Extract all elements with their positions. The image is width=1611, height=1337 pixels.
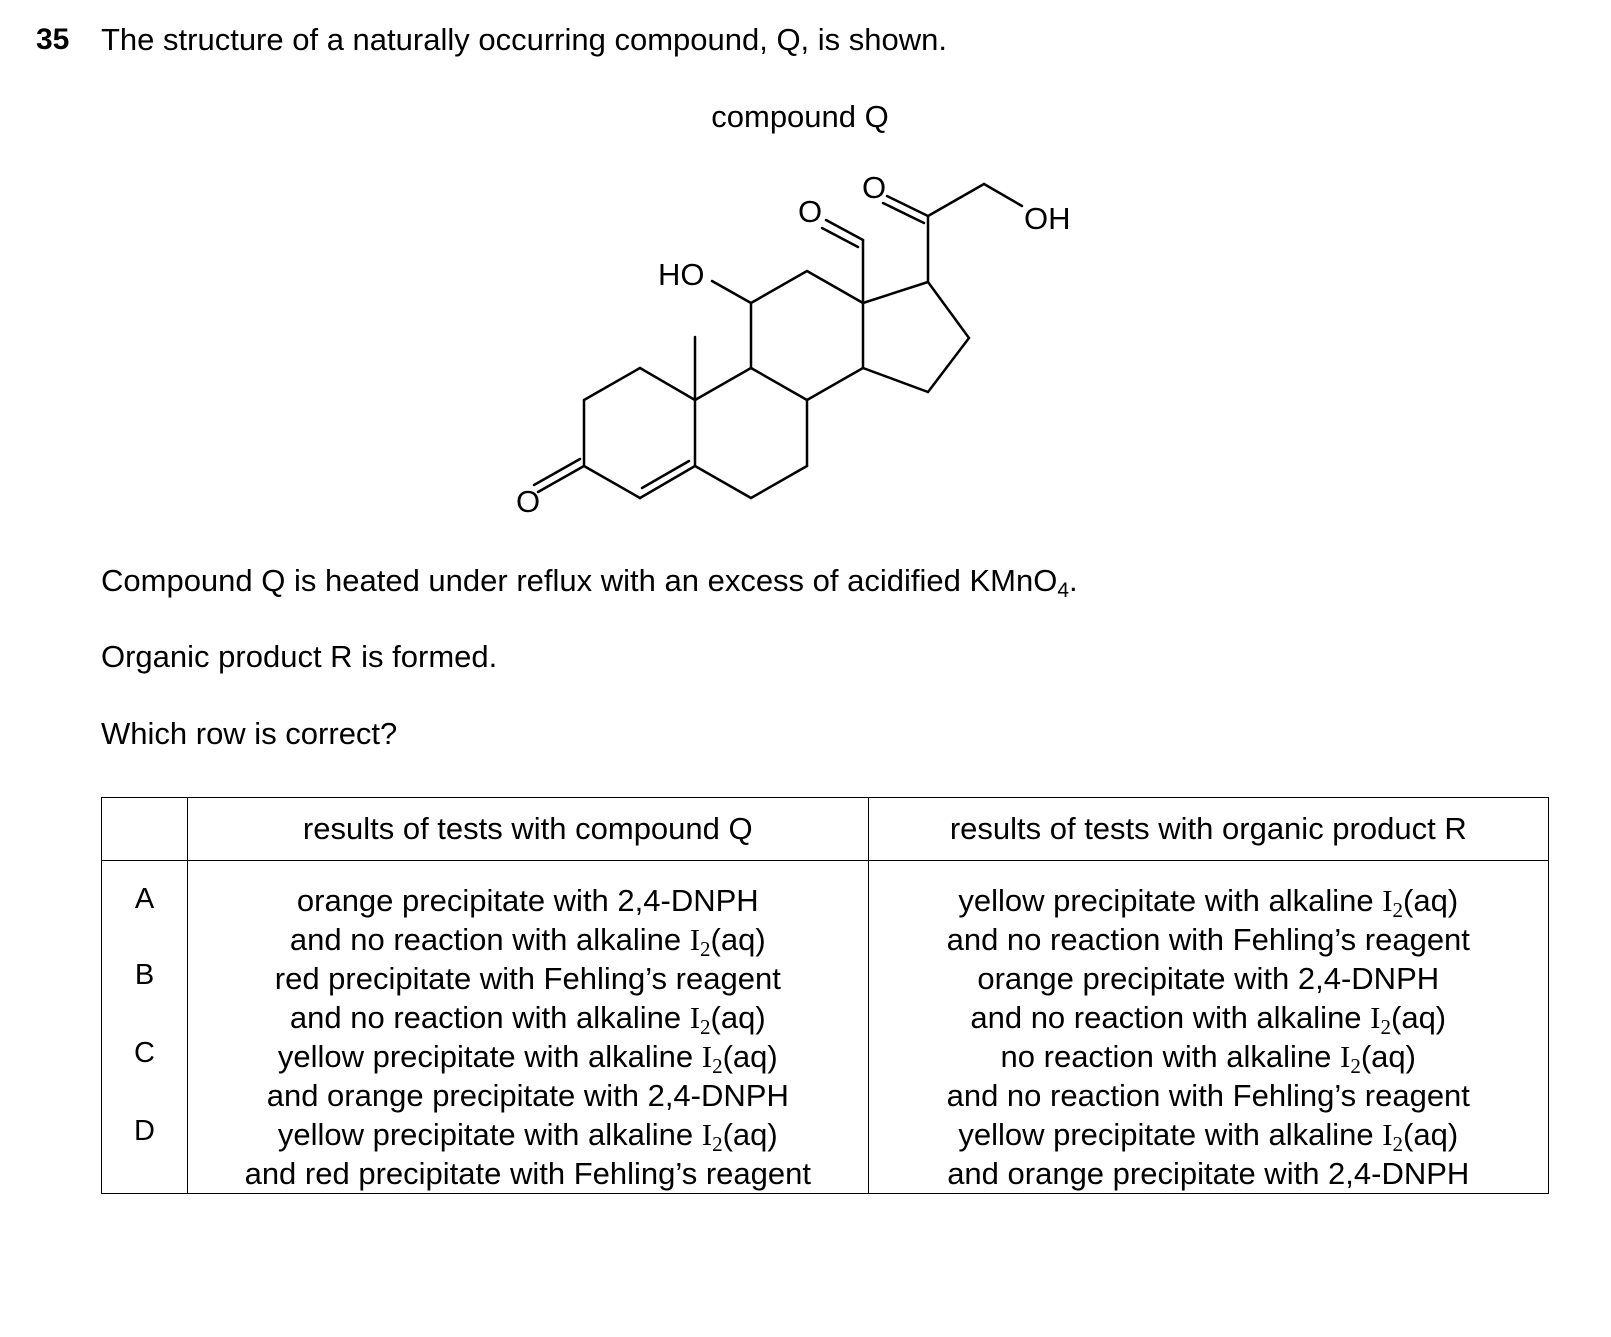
bond <box>885 194 930 218</box>
option-key: B <box>100 959 189 1037</box>
option-key: C <box>100 1037 189 1115</box>
atom-label-o-ring: O <box>516 484 540 519</box>
bond <box>693 366 753 402</box>
bond <box>640 459 691 490</box>
option-key: A <box>100 860 189 959</box>
bond <box>861 280 930 305</box>
reaction-conditions: Compound Q is heated under reflux with a… <box>101 563 1078 602</box>
cell-line: and no reaction with Fehling’s reagent <box>946 922 1470 957</box>
cell-compound-q: red precipitate with Fehling’s reagent an… <box>187 959 869 1039</box>
cell-line: and no reaction with alkaline I2(aq) <box>289 1000 766 1039</box>
cell-line: yellow precipitate with alkaline I2(aq) <box>277 1039 778 1078</box>
cell-line: yellow precipitate with alkaline I2(aq) <box>958 883 1459 922</box>
iodine-symbol: I <box>1340 1039 1351 1074</box>
cell-line: and no reaction with Fehling’s reagent <box>946 1078 1470 1113</box>
bond <box>536 464 586 494</box>
cell-line: yellow precipitate with alkaline I2(aq) <box>958 1117 1459 1156</box>
cell-line: and no reaction with alkaline I2(aq) <box>970 1000 1447 1039</box>
iodine-symbol: I <box>689 1000 701 1035</box>
iodine-symbol: I <box>1382 1117 1393 1152</box>
atom-label-o-side: O <box>862 170 886 205</box>
cell-compound-q: yellow precipitate with alkaline I2(aq)a… <box>187 1037 869 1115</box>
cell-product-r: yellow precipitate with alkaline I2(aq)a… <box>867 1115 1550 1194</box>
header-key <box>100 797 189 861</box>
bond <box>638 366 697 402</box>
compound-q-structure: HO OH O O O <box>516 170 1071 519</box>
question-number: 35 <box>36 23 70 56</box>
bond <box>710 279 753 305</box>
cell-line: orange precipitate with 2,4-DNPH <box>977 961 1440 996</box>
bond <box>749 366 809 402</box>
bond <box>582 366 642 402</box>
bond <box>824 218 865 242</box>
bond <box>820 226 860 249</box>
cell-line: and orange precipitate with 2,4-DNPH <box>947 1156 1470 1191</box>
cell-product-r: yellow precipitate with alkaline I2(aq)a… <box>867 860 1550 959</box>
bond <box>926 336 971 394</box>
atom-label-o-aldehyde: O <box>798 194 822 229</box>
bond <box>693 464 753 500</box>
bond <box>582 464 642 500</box>
iodine-symbol: I <box>701 1117 713 1152</box>
iodine-symbol: I <box>1370 1000 1381 1035</box>
question-stem: The structure of a naturally occurring c… <box>101 22 948 57</box>
bond <box>532 457 582 487</box>
cell-line: orange precipitate with 2,4-DNPH <box>296 883 759 918</box>
header-compound-q: results of tests with compound Q <box>187 797 869 861</box>
iodine-symbol: I <box>1382 883 1393 918</box>
bond <box>926 182 986 218</box>
bond <box>749 269 809 305</box>
iodine-symbol: I <box>689 922 701 957</box>
cell-product-r: no reaction with alkaline I2(aq)and no r… <box>867 1037 1550 1115</box>
bond <box>982 182 1024 208</box>
table-header-row: results of tests with compound Q results… <box>100 797 1550 861</box>
atom-label-oh: OH <box>1024 201 1071 236</box>
bond <box>805 269 865 305</box>
iodine-symbol: I <box>701 1039 713 1074</box>
cell-compound-q: yellow precipitate with alkaline I2(aq)a… <box>187 1115 869 1194</box>
bond <box>861 366 930 394</box>
cell-compound-q: orange precipitate with 2,4-DNPH and no r… <box>187 860 869 961</box>
header-product-r: results of tests with organic product R <box>867 797 1550 861</box>
cell-product-r: orange precipitate with 2,4-DNPH and no r… <box>867 959 1550 1039</box>
cell-line: no reaction with alkaline I2(aq) <box>1000 1039 1416 1078</box>
bond <box>926 280 971 340</box>
question-prompt: Which row is correct? <box>101 716 398 751</box>
cell-line: yellow precipitate with alkaline I2(aq) <box>277 1117 778 1156</box>
option-key: D <box>100 1115 189 1194</box>
atom-label-ho: HO <box>658 257 705 292</box>
cell-line: and orange precipitate with 2,4-DNPH <box>266 1078 789 1113</box>
structure-label: compound Q <box>711 99 889 134</box>
bond <box>805 366 865 402</box>
cell-line: and no reaction with alkaline I2(aq) <box>289 922 766 961</box>
cell-line: red precipitate with Fehling’s reagent <box>274 961 781 996</box>
product-statement: Organic product R is formed. <box>101 639 498 674</box>
bond <box>749 464 809 500</box>
answer-table: results of tests with compound Q results… <box>100 797 1550 1194</box>
cell-line: and red precipitate with Fehling’s reage… <box>244 1156 811 1191</box>
bond <box>881 201 926 225</box>
bond <box>638 464 697 500</box>
